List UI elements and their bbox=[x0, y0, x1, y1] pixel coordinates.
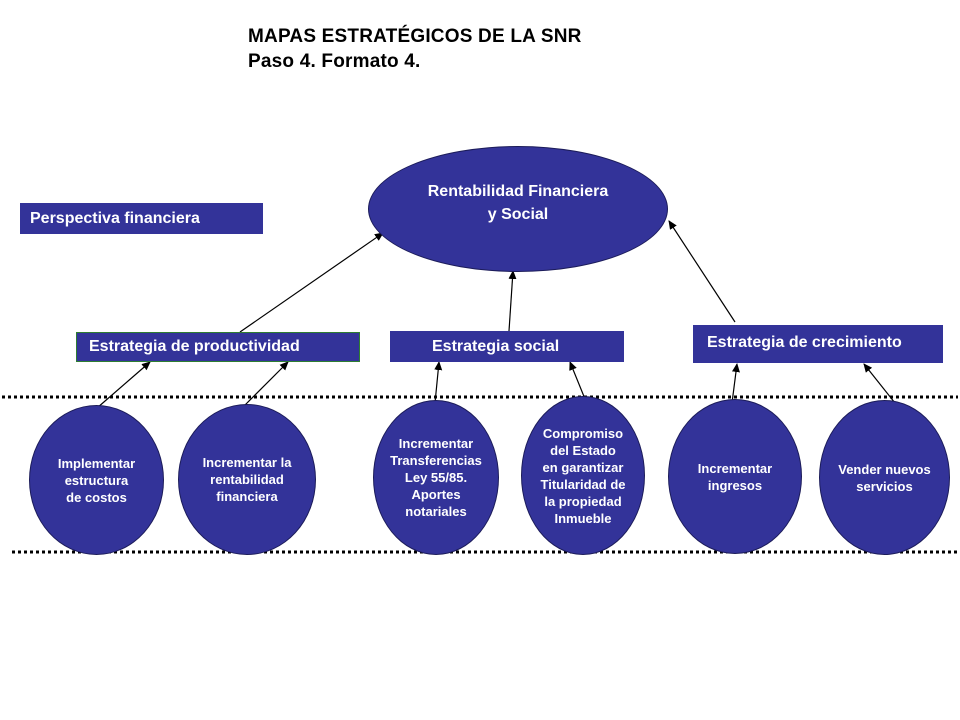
objective-compromiso-estado: Compromiso del Estado en garantizar Titu… bbox=[521, 396, 645, 555]
arrow-obj6-to-crecimiento bbox=[863, 363, 896, 404]
arrow-productividad-to-goal bbox=[239, 232, 384, 333]
title-line-1: MAPAS ESTRATÉGICOS DE LA SNR bbox=[248, 26, 582, 47]
strategy-crecimiento: Estrategia de crecimiento bbox=[693, 325, 943, 363]
objective-label: Implementar estructura de costos bbox=[57, 455, 136, 505]
objective-label: Compromiso del Estado en garantizar Titu… bbox=[540, 425, 626, 526]
objective-label: Incrementar la rentabilidad financiera bbox=[202, 455, 292, 504]
arrow-obj3-to-social bbox=[434, 361, 443, 404]
strategy-productividad: Estrategia de productividad bbox=[76, 332, 360, 362]
objective-label: Vender nuevos servicios bbox=[838, 461, 931, 494]
objective-nuevos-servicios: Vender nuevos servicios bbox=[819, 400, 950, 555]
goal-rentabilidad: Rentabilidad Financiera y Social bbox=[368, 146, 668, 272]
title-line-2: Paso 4. Formato 4. bbox=[248, 51, 421, 72]
strategy-social: Estrategia social bbox=[390, 331, 624, 362]
arrow-social-to-goal bbox=[508, 270, 517, 332]
perspective-label: Perspectiva financiera bbox=[20, 203, 263, 234]
objective-label: Incrementar Transferencias Ley 55/85. Ap… bbox=[390, 436, 482, 519]
arrow-obj2-to-productividad bbox=[242, 361, 289, 408]
arrow-crecimiento-to-goal bbox=[668, 220, 736, 323]
objective-rentabilidad-financiera: Incrementar la rentabilidad financiera bbox=[178, 404, 316, 555]
strategy-crecimiento-label: Estrategia de crecimiento bbox=[707, 333, 902, 351]
strategy-social-label: Estrategia social bbox=[432, 337, 560, 355]
strategy-productividad-label: Estrategia de productividad bbox=[89, 338, 300, 355]
objective-label: Incrementar ingresos bbox=[697, 460, 773, 493]
page-title: MAPAS ESTRATÉGICOS DE LA SNR Paso 4. For… bbox=[248, 24, 582, 74]
objective-estructura-costos: Implementar estructura de costos bbox=[29, 405, 164, 555]
arrow-obj1-to-productividad bbox=[96, 361, 151, 409]
objective-transferencias: Incrementar Transferencias Ley 55/85. Ap… bbox=[373, 400, 499, 555]
arrow-obj4-to-social bbox=[569, 361, 586, 400]
perspective-label-text: Perspectiva financiera bbox=[30, 209, 200, 227]
goal-label: Rentabilidad Financiera y Social bbox=[427, 183, 609, 223]
arrow-obj5-to-crecimiento bbox=[731, 363, 740, 404]
objective-incrementar-ingresos: Incrementar ingresos bbox=[668, 399, 802, 554]
